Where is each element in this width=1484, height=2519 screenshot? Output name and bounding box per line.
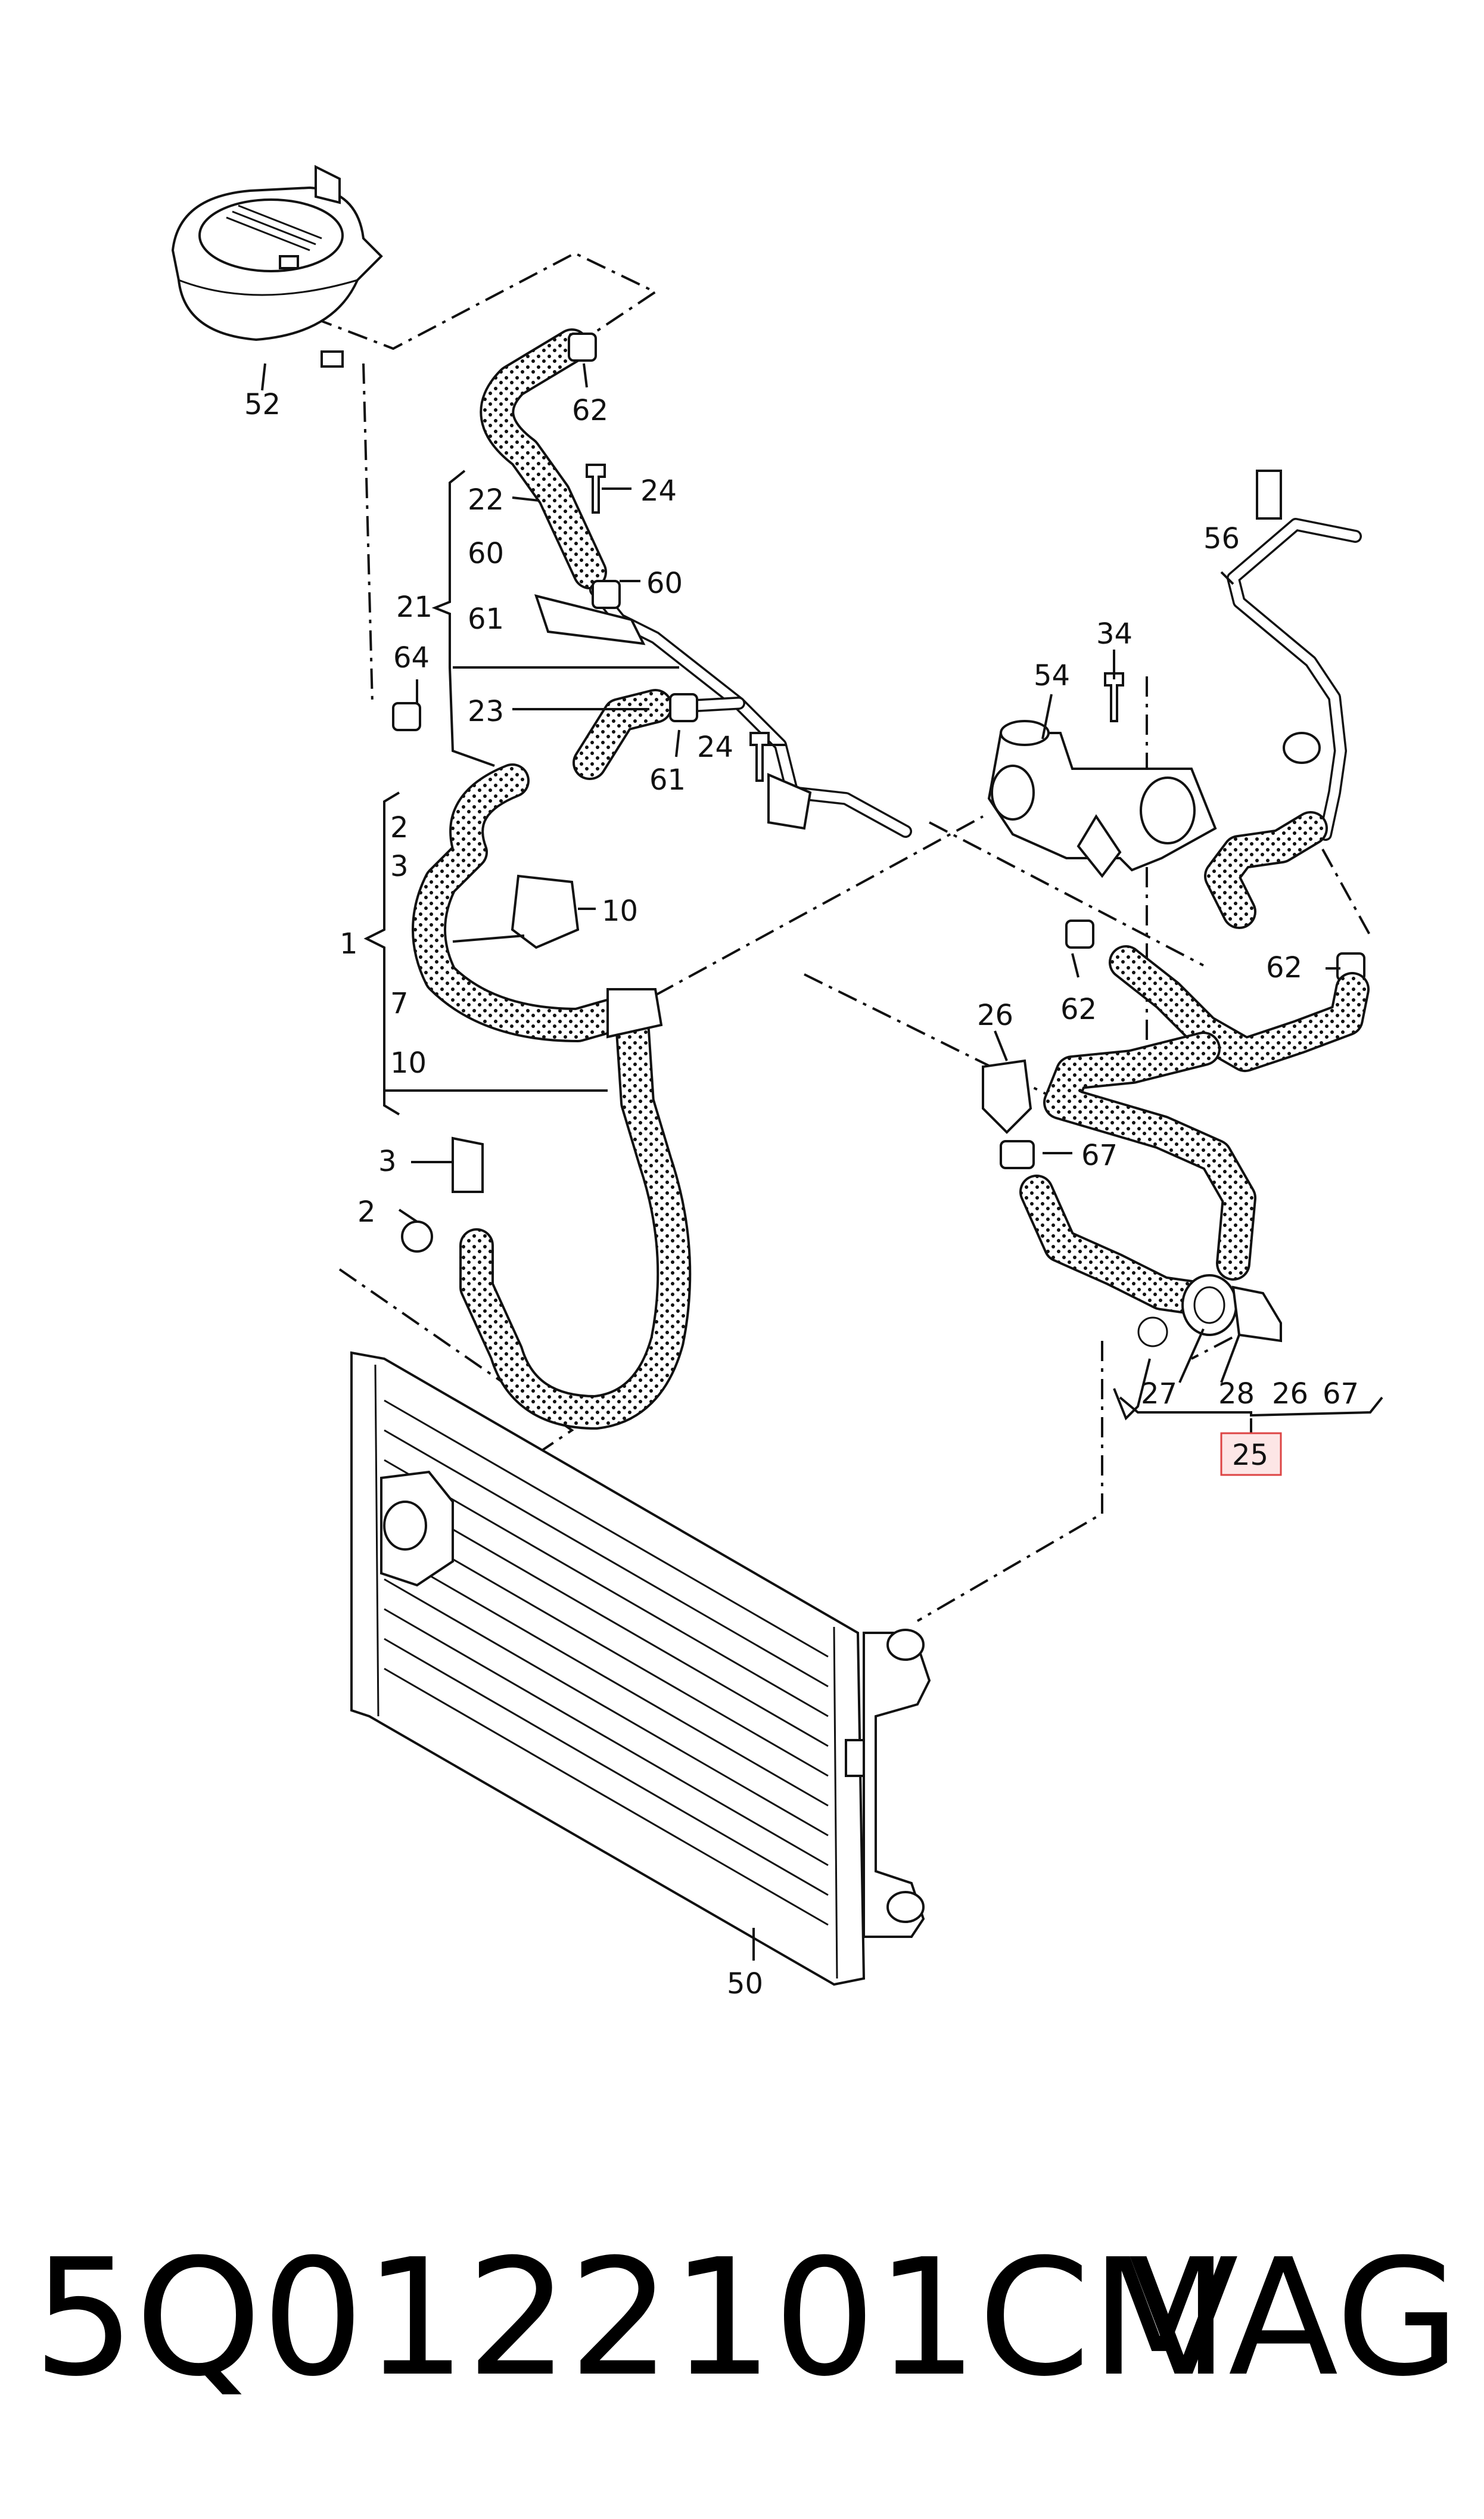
callout-25[interactable]: 25 [1232,1439,1268,1472]
brand-name: VAG [1128,2224,1460,2412]
callout-50[interactable]: 50 [727,1967,763,2001]
callout-2[interactable]: 2 [390,811,409,844]
callout-62[interactable]: 62 [572,394,608,427]
callout-3[interactable]: 3 [390,850,409,883]
callout-62[interactable]: 62 [1266,951,1302,984]
callout-22[interactable]: 22 [468,483,504,517]
thermostat-housing [987,720,1217,878]
callout-24[interactable]: 24 [697,731,733,764]
callout-28[interactable]: 28 [1218,1377,1255,1411]
callout-labels: 52 62 24 22 60 21 61 60 64 23 61 24 2 3 … [244,388,1359,2001]
expansion-tank [171,164,383,368]
callout-67[interactable]: 67 [1323,1377,1359,1411]
callout-2[interactable]: 2 [357,1195,376,1229]
callout-26[interactable]: 26 [977,999,1013,1032]
callout-23[interactable]: 23 [468,695,504,728]
callout-60[interactable]: 60 [646,567,683,600]
callout-24[interactable]: 24 [640,474,677,508]
part-number: 5Q0122101CM [33,2224,1230,2412]
footer: 5Q0122101CM VAG [0,2229,1484,2408]
callout-56[interactable]: 56 [1203,522,1240,555]
clamps-and-bolts [392,333,1365,1169]
callout-62[interactable]: 62 [1060,993,1097,1026]
callout-1[interactable]: 1 [340,927,358,961]
callout-60[interactable]: 60 [468,537,504,570]
metal-pipe-56 [1204,470,1362,929]
callout-10[interactable]: 10 [602,894,638,928]
callout-10[interactable]: 10 [390,1046,427,1080]
callout-3[interactable]: 3 [378,1145,397,1178]
callout-26[interactable]: 26 [1272,1377,1308,1411]
callout-61[interactable]: 61 [468,602,504,636]
callout-64[interactable]: 64 [393,641,430,675]
hose-assembly-25 [982,945,1370,1347]
callout-27[interactable]: 27 [1141,1377,1177,1411]
callout-21[interactable]: 21 [396,591,433,624]
callout-34[interactable]: 34 [1096,617,1133,651]
callout-61[interactable]: 61 [649,763,686,797]
callout-52[interactable]: 52 [244,388,281,421]
radiator [350,1351,931,1986]
hose-assembly-1 [401,763,692,1430]
callout-25-highlight [1220,1432,1282,1476]
callout-7[interactable]: 7 [390,987,409,1020]
callout-54[interactable]: 54 [1034,659,1070,692]
callout-67[interactable]: 67 [1081,1139,1118,1172]
leader-lines [261,363,1383,1961]
